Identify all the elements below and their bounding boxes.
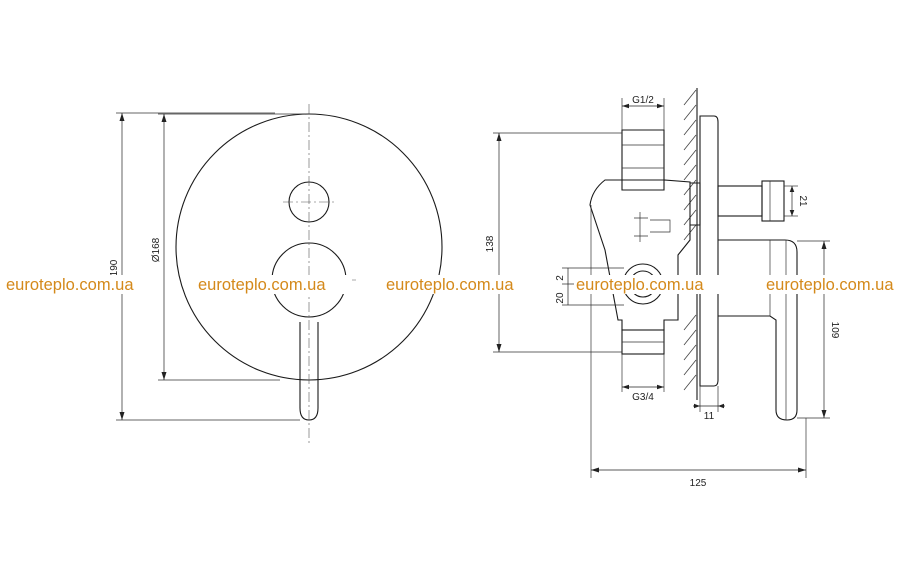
dim-lever-offset: 109 bbox=[797, 240, 840, 419]
valve-body bbox=[589, 129, 785, 355]
watermark-5: euroteplo.com.ua bbox=[766, 276, 894, 294]
cover-plate-profile bbox=[699, 115, 719, 387]
watermark-1: euroteplo.com.ua bbox=[6, 276, 134, 294]
dim-small-b-label: 20 bbox=[555, 292, 566, 304]
dim-outlet-thread: 21 bbox=[784, 185, 808, 217]
front-view: 190 Ø168 bbox=[109, 104, 443, 445]
dim-inlet-thread-bottom-label: G3/4 bbox=[632, 392, 654, 403]
dim-plate-diameter-label: Ø168 bbox=[151, 237, 162, 262]
dim-small-a-label: 2 bbox=[555, 275, 566, 281]
side-view: G1/2 138 21 2 20 bbox=[485, 88, 840, 489]
dim-plate-thickness: 11 bbox=[693, 386, 725, 422]
dim-inlet-thread-bottom: G3/4 bbox=[621, 354, 665, 403]
dim-outlet-thread-label: 21 bbox=[797, 195, 808, 207]
dim-overall-depth: 125 bbox=[590, 205, 807, 489]
dim-overall-height: 190 bbox=[109, 112, 300, 421]
watermark-row: euroteplo.com.ua euroteplo.com.ua eurote… bbox=[4, 275, 920, 294]
dim-inlet-thread-top: G1/2 bbox=[621, 95, 665, 130]
dim-height-label: 138 bbox=[485, 235, 496, 252]
watermark-2: euroteplo.com.ua bbox=[198, 276, 326, 294]
dim-plate-diameter: Ø168 bbox=[151, 113, 305, 381]
dim-height: 138 bbox=[485, 132, 622, 353]
wall-hatching bbox=[683, 88, 698, 400]
dim-lever-offset-label: 109 bbox=[829, 322, 840, 339]
watermark-4: euroteplo.com.ua bbox=[576, 276, 704, 294]
dim-overall-height-label: 190 bbox=[109, 259, 120, 276]
lever-profile bbox=[718, 239, 798, 421]
dim-plate-thickness-label: 11 bbox=[704, 411, 715, 422]
watermark-3: euroteplo.com.ua bbox=[386, 276, 514, 294]
dim-overall-depth-label: 125 bbox=[690, 478, 707, 489]
dim-inlet-thread-top-label: G1/2 bbox=[632, 95, 654, 106]
